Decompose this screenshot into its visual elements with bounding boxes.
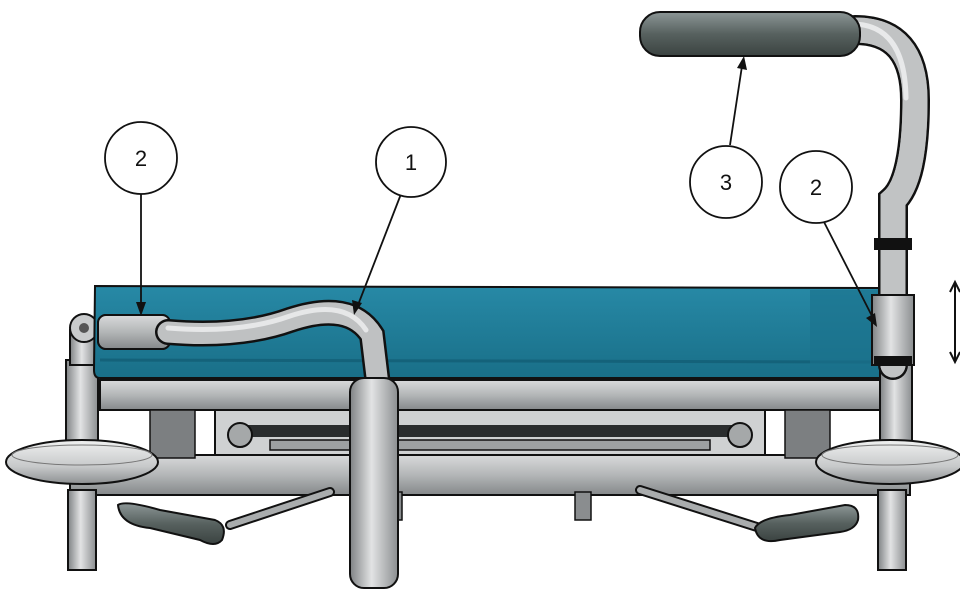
callout-3-label: 3 — [720, 170, 732, 195]
bottom-handle-right — [635, 485, 860, 543]
callout-2-right-label: 2 — [810, 175, 822, 200]
callout-2-right: 2 — [779, 150, 853, 224]
callout-2-left-label: 2 — [135, 146, 147, 171]
callout-1-label: 1 — [405, 150, 417, 175]
height-arrow-icon — [949, 279, 960, 365]
callout-2-left: 2 — [104, 121, 178, 195]
left-wheel — [5, 439, 159, 485]
push-bar — [155, 299, 399, 589]
callout-3: 3 — [689, 145, 763, 219]
left-handle-grip — [97, 314, 171, 350]
right-wheel — [815, 439, 960, 485]
leader-lines — [136, 56, 877, 327]
base-frame — [67, 379, 911, 571]
bottom-handle-left — [116, 487, 335, 545]
callout-1: 1 — [375, 126, 447, 198]
head-pole — [639, 11, 931, 380]
left-post — [65, 313, 99, 461]
